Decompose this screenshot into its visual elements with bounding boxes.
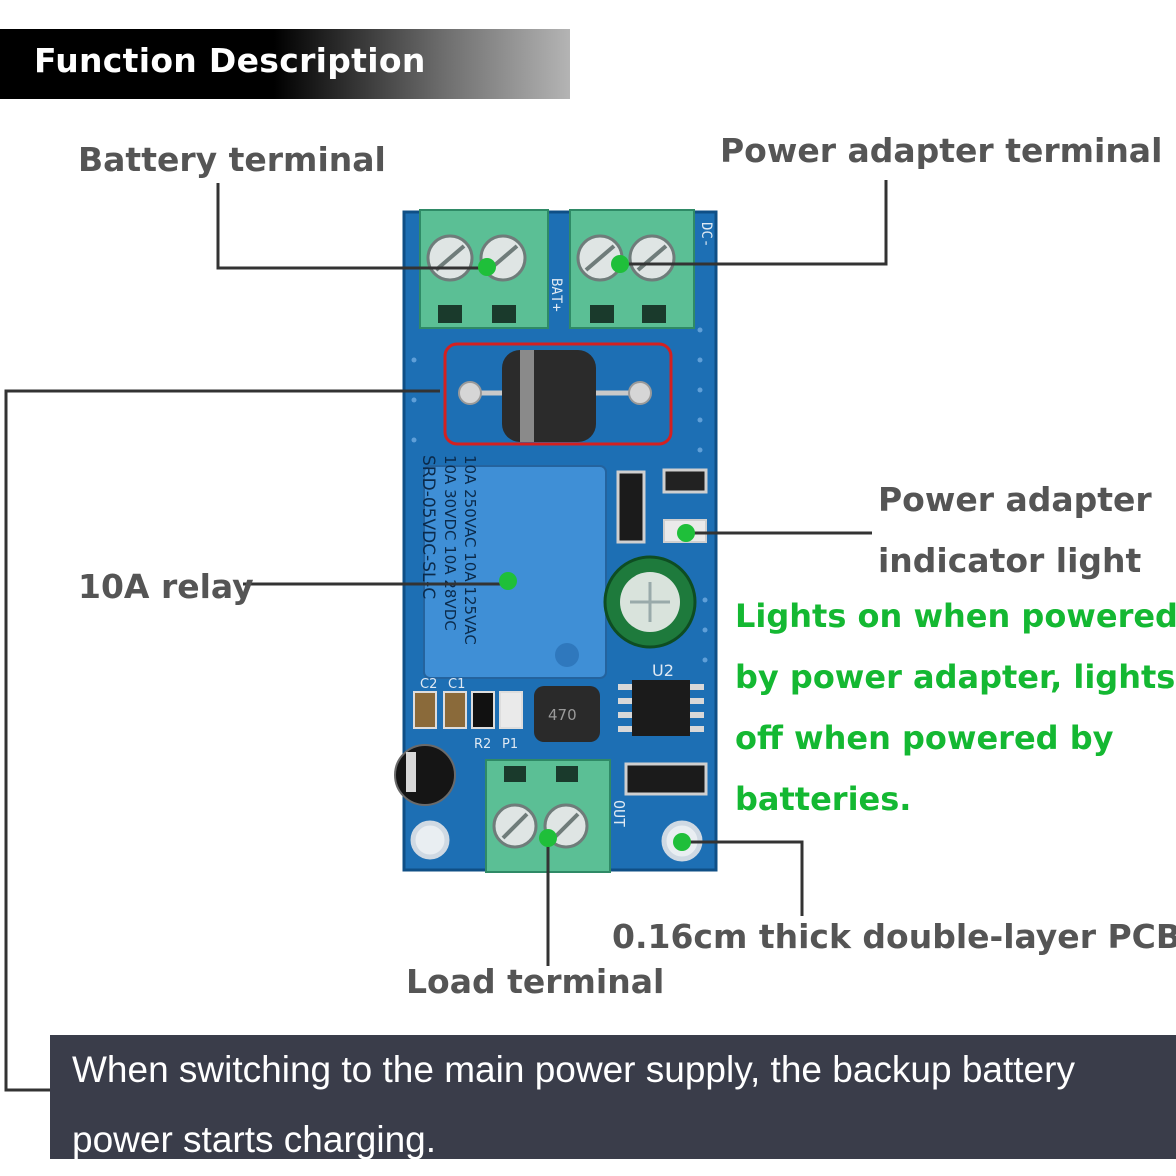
smd-components-lower: 470 C2 C1 R2 P1: [413, 677, 708, 796]
mounting-hole-left: [410, 820, 450, 860]
indicator-note-line4: batteries.: [735, 780, 912, 818]
relay-marking-line2: 10A 30VDC 10A 28VDC: [441, 455, 459, 631]
c1-label: C1: [448, 677, 465, 692]
u2-label: U2: [652, 661, 674, 680]
relay-component: 10A 250VAC 10A 125VAC 10A 30VDC 10A 28VD…: [418, 455, 607, 679]
indicator-note-line1: Lights on when powered: [735, 597, 1176, 635]
relay-marking-line1: 10A 250VAC 10A 125VAC: [461, 455, 479, 645]
footer-line1: When switching to the main power supply,…: [72, 1049, 1075, 1090]
callout-dots: [478, 255, 695, 851]
diode-highlight-box: [443, 342, 673, 446]
footer-bar: When switching to the main power supply,…: [50, 1035, 1176, 1160]
footer-text: When switching to the main power supply,…: [72, 1035, 1075, 1175]
power-adapter-terminal-label: Power adapter terminal: [720, 131, 1163, 170]
bat-plus-marking: BAT+: [548, 278, 564, 312]
dc-minus-marking: DC-: [698, 222, 714, 247]
diode-leader: [4, 389, 440, 1092]
indicator-note: Lights on when powered by power adapter,…: [735, 586, 1176, 830]
indicator-dot: [677, 524, 695, 542]
battery-terminal-dot: [478, 258, 496, 276]
pcb-vias: [411, 327, 708, 663]
section-header: Function Description: [0, 29, 570, 99]
indicator-note-line3: off when powered by: [735, 719, 1114, 757]
relay-marking-line3: SRD-05VDC-SL-C: [418, 455, 438, 599]
indicator-label-line1: Power adapter: [878, 480, 1152, 519]
power-adapter-terminal-leader: [620, 180, 888, 266]
out-marking: OUT: [610, 800, 628, 827]
relay-label: 10A relay: [78, 567, 254, 606]
callout-lines: [4, 180, 888, 1092]
u2-chip: U2: [618, 661, 704, 736]
indicator-note-line2: by power adapter, lights: [735, 658, 1176, 696]
relay-dot: [499, 572, 517, 590]
pcb-leader: [682, 840, 804, 916]
load-terminal-dot: [539, 829, 557, 847]
load-terminal-block: [485, 759, 611, 873]
pcb-label: 0.16cm thick double-layer PCB: [612, 917, 1176, 956]
r2-label: R2: [474, 737, 491, 752]
small-capacitor: [394, 744, 456, 806]
battery-terminal-label: Battery terminal: [78, 140, 386, 179]
c2-label: C2: [420, 677, 437, 692]
battery-terminal-leader: [216, 183, 487, 270]
load-terminal-label: Load terminal: [406, 962, 665, 1001]
section-title: Function Description: [34, 41, 426, 80]
pcb-dot: [673, 833, 691, 851]
diode: [458, 350, 652, 442]
power-adapter-terminal-dot: [611, 255, 629, 273]
footer-line2: power starts charging.: [72, 1119, 437, 1160]
electrolytic-capacitor: [603, 555, 697, 649]
p1-label: P1: [502, 737, 518, 752]
inductor-marking: 470: [548, 706, 577, 724]
power-adapter-terminal-block: [569, 209, 695, 329]
indicator-label-line2: indicator light: [878, 541, 1142, 580]
